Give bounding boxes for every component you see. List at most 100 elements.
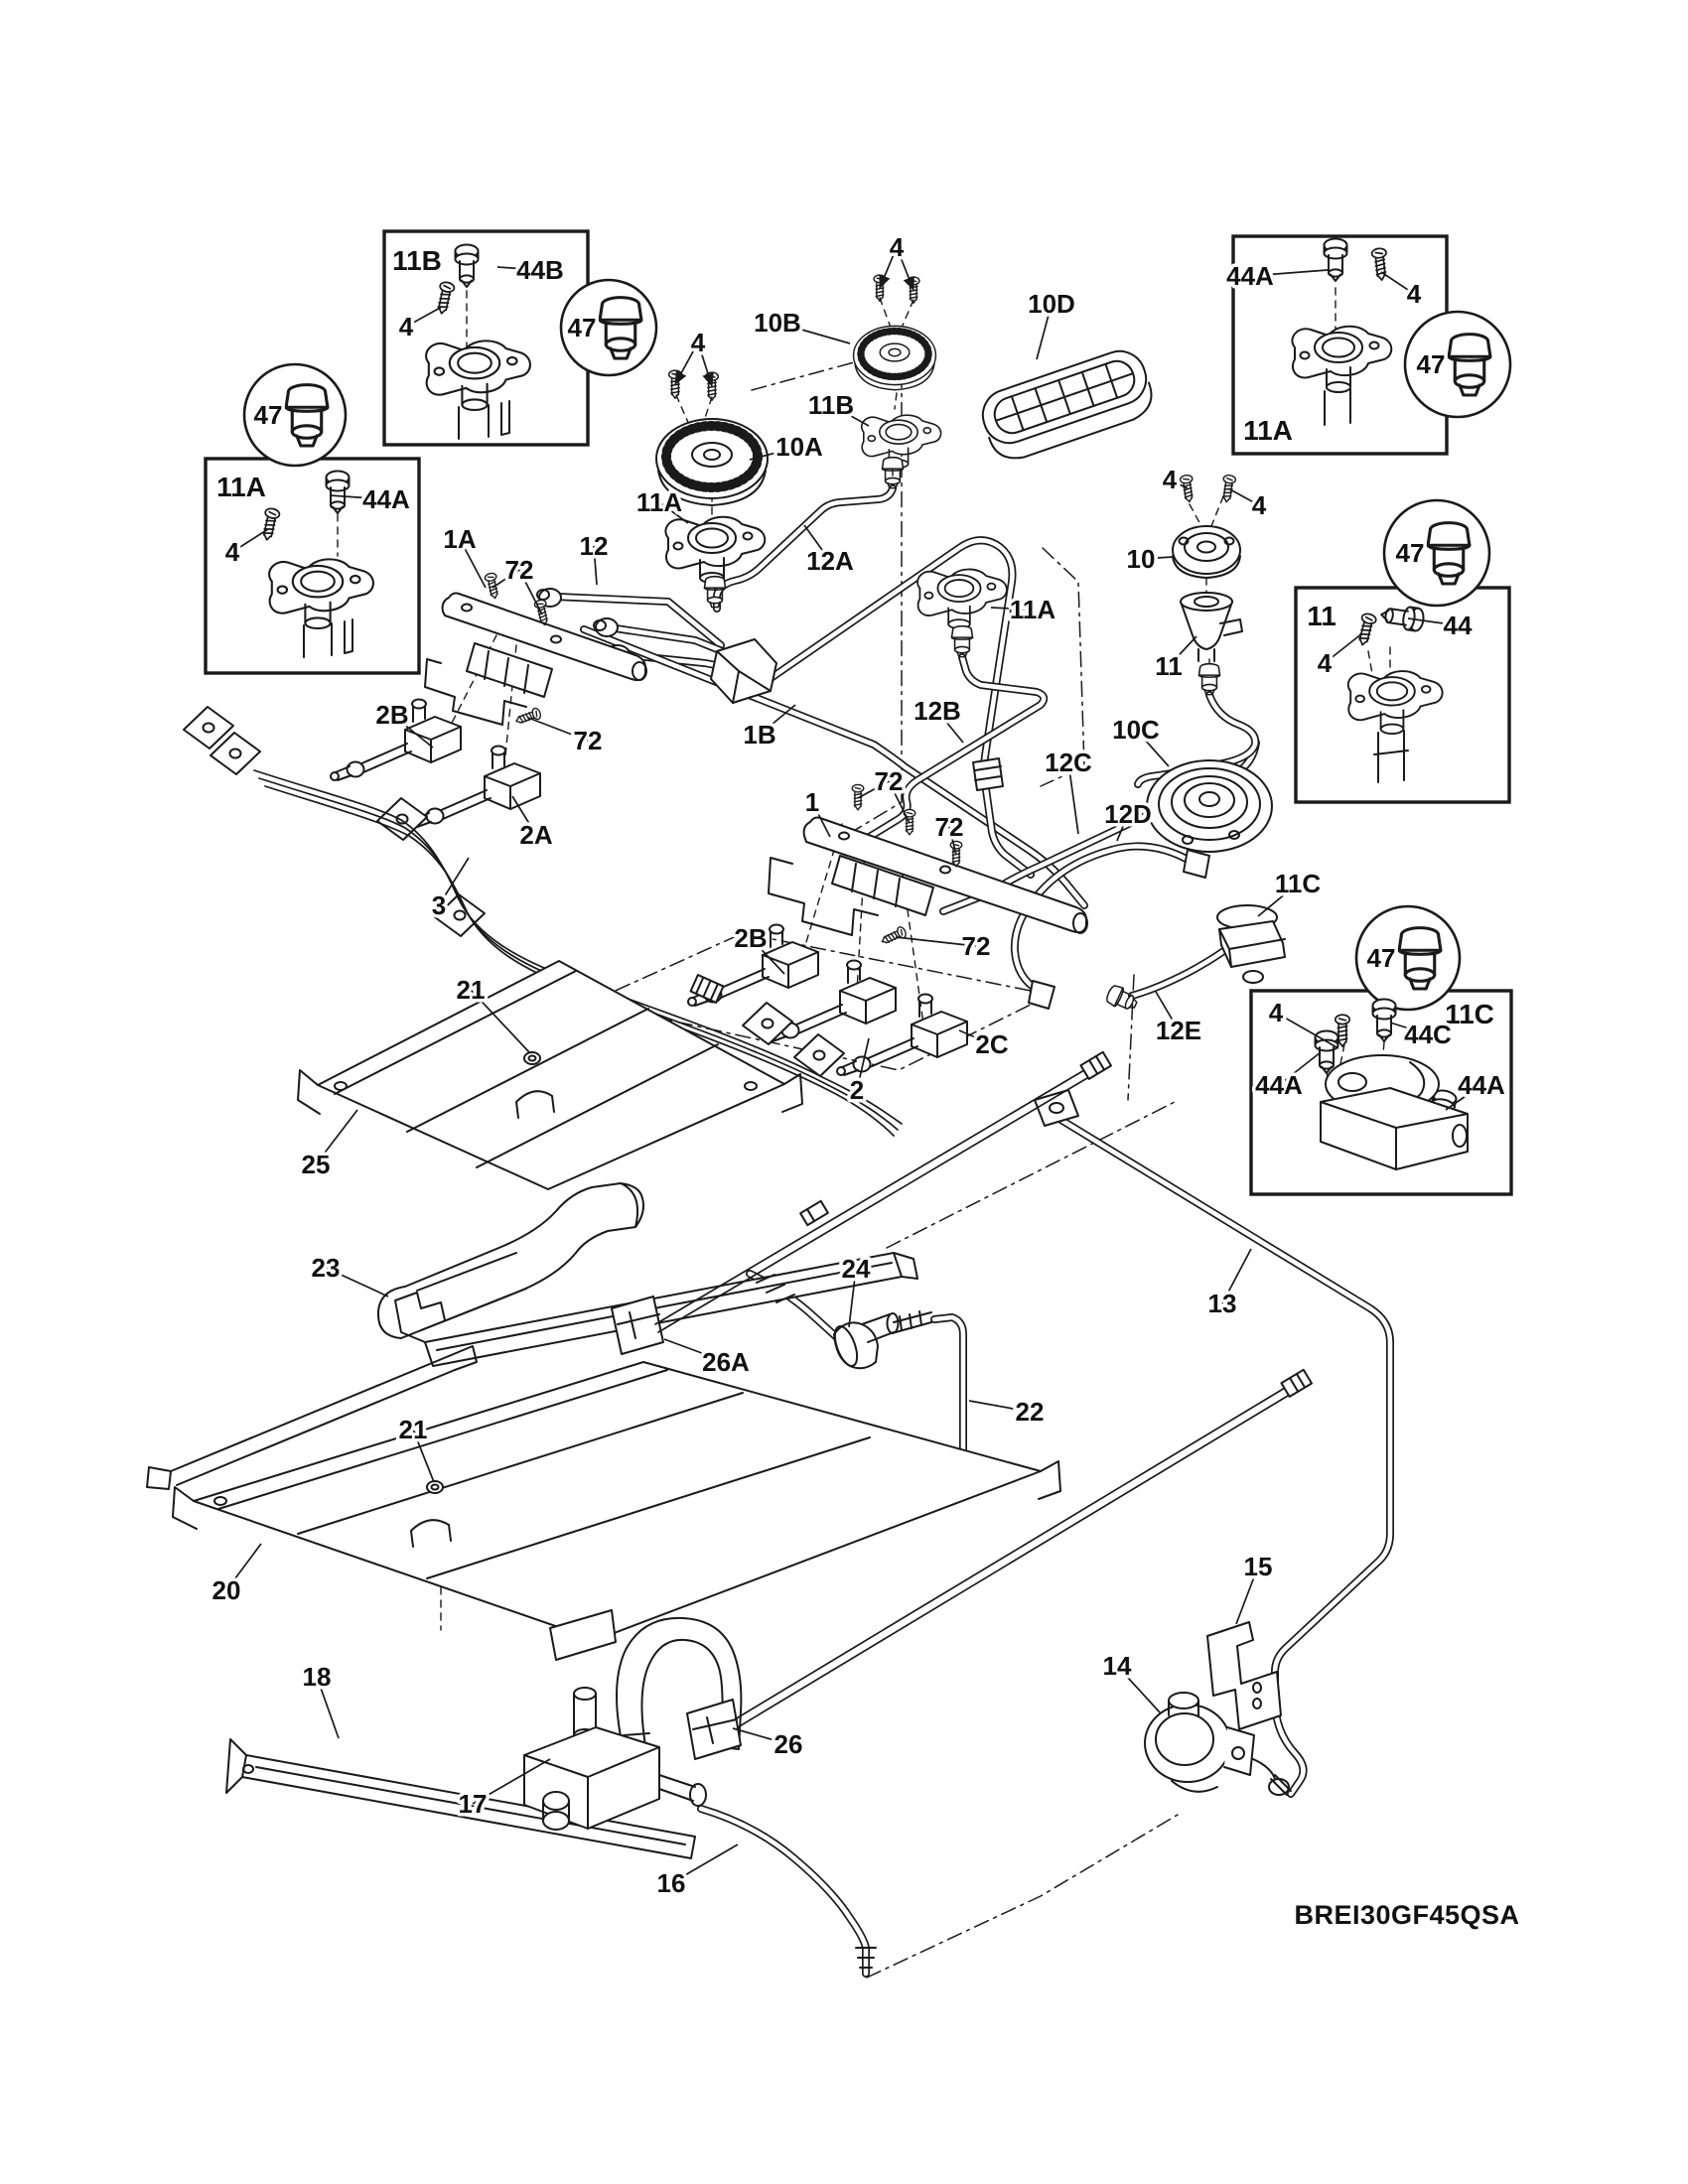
leader-line-13: [1221, 1248, 1252, 1304]
oven-panel-20: [172, 1361, 1061, 1641]
part-label-72: 72: [875, 766, 904, 796]
part-label-44a: 44A: [1226, 261, 1274, 291]
burner-base-10: [1172, 525, 1241, 579]
igniter-base-11b: [425, 340, 531, 412]
burner-cap-10b: [852, 325, 937, 391]
leader-line-25: [315, 1109, 358, 1165]
detail-circle-label-47: 47: [568, 313, 597, 342]
part-label-17: 17: [459, 1789, 488, 1819]
fitting-13-top: [1034, 1089, 1079, 1127]
part-label-4: 4: [399, 312, 414, 341]
base-stem: [458, 400, 510, 440]
part-label-72: 72: [935, 812, 964, 842]
igniter-base-11a: [268, 558, 374, 630]
leader-line-11c: [1257, 883, 1299, 917]
pipe-12-branch2-core: [613, 625, 733, 657]
part-label-12e: 12E: [1156, 1016, 1201, 1045]
leader-line-72: [857, 780, 890, 799]
manifold-rail-1: [768, 816, 1088, 936]
part-label-23: 23: [312, 1253, 341, 1283]
part-label-4: 4: [1269, 998, 1284, 1027]
part-label-14: 14: [1103, 1651, 1132, 1681]
leader-line-4: [1275, 1012, 1339, 1049]
leader-line-44a: [1445, 1084, 1482, 1111]
pipe-12d-core: [1012, 844, 1195, 994]
part-label-4: 4: [1163, 465, 1178, 494]
leader-line-11a: [990, 607, 1034, 611]
leader-line-14: [1116, 1665, 1161, 1713]
part-label-44: 44: [1444, 611, 1473, 640]
fitting-12d-ends: [1028, 849, 1210, 1010]
leader-line-2: [856, 1037, 870, 1091]
leader-line-44c: [1389, 1022, 1429, 1035]
wire-26a: [657, 1077, 1088, 1333]
base-stem: [1373, 730, 1409, 783]
part-label-2b: 2B: [375, 700, 408, 730]
screw-4: [1354, 612, 1378, 648]
part-label-24: 24: [842, 1254, 871, 1284]
pipe-1b: [580, 625, 1088, 909]
bracket-15: [1206, 1621, 1282, 1730]
leader-line-1b: [759, 704, 796, 736]
part-label-3: 3: [432, 890, 446, 920]
leader-line-44b: [496, 266, 541, 271]
leader-line-4: [231, 528, 269, 553]
part-label-72: 72: [505, 555, 534, 585]
leader-line-12d: [1116, 813, 1129, 842]
phantom-line-regulator: [866, 1814, 1179, 1979]
leader-line-21: [412, 1429, 435, 1483]
screw-44: [1378, 602, 1426, 633]
phantom-cooktop-edge: [751, 348, 903, 845]
part-label-4: 4: [1407, 279, 1422, 309]
leader-line-72: [888, 780, 911, 824]
part-label-25: 25: [302, 1150, 331, 1179]
leader-line-2b: [750, 937, 785, 975]
wire-harness-3: [253, 769, 903, 1137]
leader-line-4: [1324, 632, 1363, 664]
inset-11a-left-label: 11A: [216, 472, 266, 502]
part-label-11a: 11A: [636, 487, 682, 517]
fitting-16-end: [855, 1947, 877, 1969]
leader-line-44: [1407, 617, 1459, 626]
leader-line-4: [674, 341, 699, 385]
leader-line-10c: [1135, 729, 1170, 767]
part-label-10c: 10C: [1112, 715, 1160, 745]
leader-line-10b: [776, 322, 851, 344]
pipe-12b-core: [855, 654, 1047, 847]
part-label-26a: 26A: [702, 1347, 750, 1377]
part-label-1b: 1B: [743, 720, 775, 750]
part-label-11b: 11B: [808, 390, 854, 420]
leader-line-4: [879, 246, 898, 289]
detail-circle-label-47: 47: [1396, 538, 1425, 568]
union-nut-1b: [972, 757, 1004, 791]
phantom-line-lower: [886, 1101, 1176, 1249]
part-label-11a: 11A: [1010, 595, 1055, 624]
leader-line-17: [472, 1758, 551, 1805]
part-label-1: 1: [805, 787, 819, 817]
phantom-burner-outline: [1040, 547, 1085, 787]
part-label-11c: 11C: [1275, 869, 1321, 898]
burner-cap-10a: [655, 418, 769, 506]
model-code: BREI30GF45QSA: [1294, 1900, 1519, 1930]
part-label-22: 22: [1016, 1397, 1045, 1427]
valve-base-11: [1346, 670, 1444, 735]
leader-line-72: [527, 717, 589, 742]
leader-line-22: [968, 1400, 1031, 1413]
connector-26: [1280, 1368, 1313, 1398]
part-label-21: 21: [399, 1415, 428, 1444]
manifold-rail-1a: [424, 592, 647, 726]
part-label-10b: 10B: [754, 308, 801, 338]
burner-grate-10d: [981, 349, 1153, 460]
leader-line-4: [1227, 487, 1260, 506]
leader-line-12c: [1067, 761, 1079, 835]
pipe-10c-feed-core: [1135, 692, 1258, 787]
wire-26: [737, 1395, 1289, 1728]
leader-line-44a: [329, 494, 387, 500]
screw-72: [513, 706, 543, 728]
burner-base-11a-right: [916, 568, 1008, 629]
leader-line-11b: [830, 404, 870, 427]
screw-72: [879, 924, 909, 948]
detail-circle-label-47: 47: [1417, 349, 1446, 379]
leader-line-26: [732, 1727, 789, 1745]
